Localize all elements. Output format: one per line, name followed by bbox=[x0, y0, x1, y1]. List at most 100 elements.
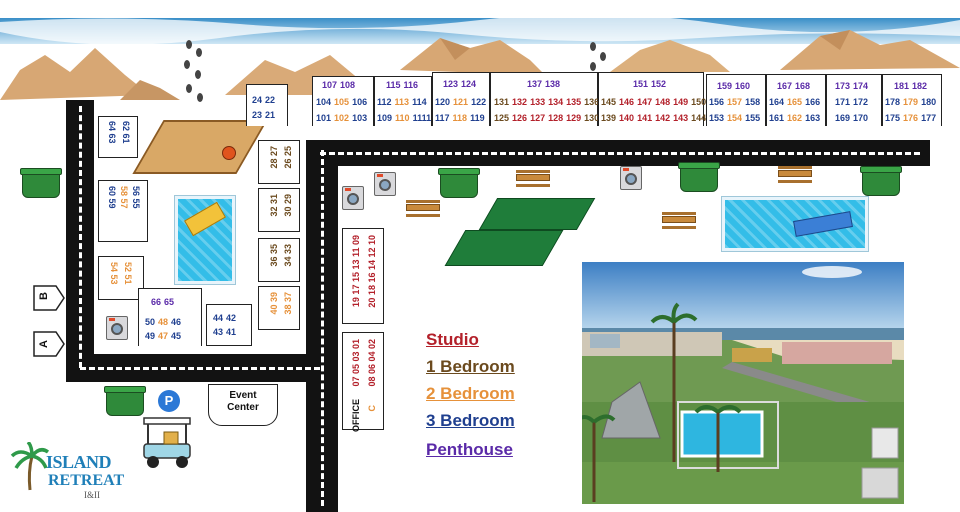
building-08: 07 05 03 01 08 06 04 02 OFFICE C bbox=[342, 332, 384, 432]
unit-label: 116 bbox=[403, 80, 419, 90]
legend-one-bedroom: 1 Bedroom bbox=[426, 357, 515, 376]
building-20: 19 17 15 13 11 09 20 18 16 14 12 10 bbox=[342, 228, 384, 324]
building-34: 36 35 34 33 bbox=[258, 238, 300, 282]
logo-line1: ISLAND bbox=[46, 452, 112, 472]
unit-label: 135 bbox=[566, 97, 582, 107]
road-central-line bbox=[321, 150, 324, 506]
unit-label: 47 bbox=[158, 331, 169, 341]
unit-label: 150 bbox=[691, 97, 707, 107]
unit-label: 171 bbox=[835, 97, 851, 107]
unit-label: 123 bbox=[443, 79, 459, 89]
unit-label: 66 bbox=[151, 297, 162, 307]
unit-label: 122 bbox=[471, 97, 487, 107]
unit-label: 45 bbox=[171, 331, 182, 341]
sign-a bbox=[33, 331, 65, 357]
unit-label: 147 bbox=[637, 97, 653, 107]
palm-tree-icon bbox=[10, 442, 50, 491]
unit-label: 28 27 bbox=[269, 146, 279, 169]
dumpster-icon bbox=[860, 166, 902, 196]
unit-label: 165 bbox=[787, 97, 803, 107]
road-west-line bbox=[79, 106, 82, 368]
logo-line2: RETREAT bbox=[48, 472, 125, 489]
unit-label: 132 bbox=[512, 97, 528, 107]
basketball-court bbox=[132, 120, 268, 174]
unit-label: 161 bbox=[769, 113, 785, 123]
unit-label: 22 bbox=[265, 95, 276, 105]
unit-label: 173 bbox=[835, 81, 851, 91]
unit-label: 46 bbox=[171, 317, 182, 327]
unit-label: 178 bbox=[885, 97, 901, 107]
unit-label: 129 bbox=[566, 113, 582, 123]
unit-label: 145 bbox=[601, 97, 617, 107]
sign-a-label: A bbox=[38, 340, 50, 348]
parking-icon: P bbox=[158, 390, 180, 412]
unit-label: 42 bbox=[226, 313, 237, 323]
unit-label: 137 bbox=[527, 79, 543, 89]
footprints-icon bbox=[600, 52, 606, 61]
unit-label: 20 18 16 14 12 10 bbox=[367, 235, 377, 308]
unit-label: 115 bbox=[386, 80, 401, 90]
unit-label: 58 57 bbox=[119, 186, 129, 209]
aerial-photo bbox=[582, 262, 904, 504]
unit-label: 154 bbox=[727, 113, 743, 123]
unit-label: 21 bbox=[265, 110, 276, 120]
unit-label: 148 bbox=[655, 97, 671, 107]
logo-line3: I&II bbox=[84, 490, 100, 500]
unit-label: 109 bbox=[377, 113, 393, 123]
legend-two-bedroom: 2 Bedroom bbox=[426, 384, 515, 403]
unit-label: 32 31 bbox=[269, 194, 279, 217]
unit-label: 52 51 bbox=[123, 262, 133, 285]
unit-label: 60 59 bbox=[107, 186, 117, 209]
unit-label: 172 bbox=[853, 97, 869, 107]
unit-label: 152 bbox=[651, 79, 667, 89]
unit-label: 176 bbox=[903, 113, 919, 123]
event-center-label: Event Center bbox=[227, 390, 259, 413]
building-signs bbox=[33, 285, 65, 357]
unit-label: 23 bbox=[252, 110, 263, 120]
unit-label: 103 bbox=[352, 113, 368, 123]
unit-label: 175 bbox=[885, 113, 901, 123]
legend-penthouse: Penthouse bbox=[426, 440, 513, 459]
unit-label: 146 bbox=[619, 97, 635, 107]
unit-label: 127 bbox=[530, 113, 546, 123]
unit-label: 160 bbox=[735, 81, 751, 91]
unit-label: 34 33 bbox=[283, 244, 293, 267]
picnic-table-icon bbox=[662, 212, 696, 230]
footprints-icon bbox=[196, 48, 202, 57]
unit-label: 138 bbox=[545, 79, 561, 89]
unit-label: 36 35 bbox=[269, 244, 279, 267]
footprints-icon bbox=[590, 42, 596, 51]
unit-label: 153 bbox=[709, 113, 725, 123]
unit-label: 19 17 15 13 11 09 bbox=[351, 235, 361, 308]
sign-b bbox=[33, 285, 65, 311]
unit-label: 62 61 bbox=[121, 121, 131, 144]
footprints-icon bbox=[197, 93, 203, 102]
unit-label: 118 bbox=[452, 113, 468, 123]
unit-label: 64 63 bbox=[107, 121, 117, 144]
unit-label: 174 bbox=[853, 81, 869, 91]
unit-label: 170 bbox=[853, 113, 869, 123]
dumpster-icon bbox=[20, 168, 62, 198]
unit-label: 125 bbox=[494, 113, 510, 123]
unit-label: 56 55 bbox=[131, 186, 141, 209]
building-54: 54 53 52 51 bbox=[98, 256, 144, 300]
washer-icon bbox=[106, 316, 128, 340]
unit-label: 119 bbox=[470, 113, 485, 123]
legend-studio: Studio bbox=[426, 330, 479, 349]
footprints-icon bbox=[186, 40, 192, 49]
unit-label: 179 bbox=[903, 97, 919, 107]
unit-label: 54 53 bbox=[109, 262, 119, 285]
unit-label: 149 bbox=[673, 97, 689, 107]
unit-label: 49 bbox=[145, 331, 156, 341]
unit-label: 130 bbox=[584, 113, 600, 123]
unit-label: 167 bbox=[777, 81, 793, 91]
unit-label: 113 bbox=[394, 97, 410, 107]
unit-label: 112 bbox=[377, 97, 392, 107]
golf-cart-icon bbox=[143, 417, 191, 468]
